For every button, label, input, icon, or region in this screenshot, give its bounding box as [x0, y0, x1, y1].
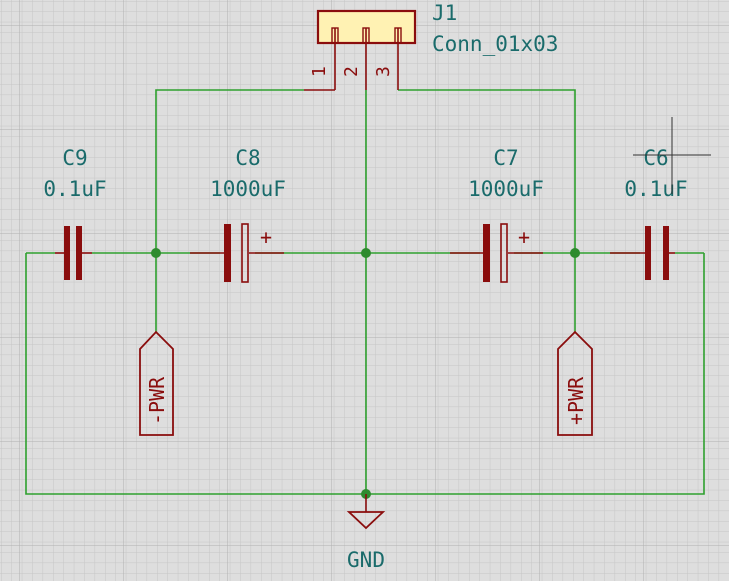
c8-polarity: +	[260, 225, 272, 249]
c9-plate	[64, 226, 70, 280]
ground-symbol[interactable]: GND	[346, 494, 386, 572]
wire-pin1[interactable]	[155, 89, 304, 253]
connector-value[interactable]: Conn_01x03	[432, 32, 558, 56]
power-flag-positive[interactable]: +PWR	[557, 330, 593, 436]
pos-pwr-label[interactable]: +PWR	[564, 376, 588, 425]
c8-value[interactable]: 1000uF	[210, 177, 286, 201]
neg-pwr-flag-shape[interactable]	[139, 330, 174, 436]
wires[interactable]	[25, 89, 705, 495]
capacitor-c8[interactable]: + C8 1000uF	[190, 146, 286, 283]
c7-ref[interactable]: C7	[493, 146, 518, 170]
c9-value[interactable]: 0.1uF	[43, 177, 106, 201]
capacitor-c6[interactable]: C6 0.1uF	[610, 146, 688, 280]
c7-plate-positive	[500, 223, 508, 283]
wire-pin3[interactable]	[398, 89, 576, 253]
c7-plate-negative	[483, 224, 490, 282]
capacitor-c9[interactable]: C9 0.1uF	[43, 146, 107, 280]
junction-dot	[361, 248, 371, 258]
connector-ref[interactable]: J1	[432, 1, 457, 25]
wire-right-loop[interactable]	[366, 253, 705, 495]
junction-dot	[151, 248, 161, 258]
junction-dot	[570, 248, 580, 258]
c7-polarity: +	[518, 225, 530, 249]
c6-plate	[663, 226, 669, 280]
junctions	[151, 248, 580, 499]
c8-plate-negative	[224, 224, 231, 282]
c6-plate	[645, 226, 651, 280]
c6-ref[interactable]: C6	[643, 146, 668, 170]
c7-value[interactable]: 1000uF	[468, 177, 544, 201]
connector-pin2-number: 2	[341, 66, 362, 77]
capacitor-c7[interactable]: + C7 1000uF	[450, 146, 544, 283]
c6-value[interactable]: 0.1uF	[624, 177, 687, 201]
gnd-triangle[interactable]	[346, 511, 386, 530]
connector-pin-stub	[394, 27, 402, 44]
neg-pwr-label[interactable]: -PWR	[145, 376, 169, 425]
c9-plate	[76, 226, 82, 280]
connector-j1[interactable]: 1 2 3 J1 Conn_01x03	[304, 1, 558, 91]
pos-pwr-flag-shape[interactable]	[557, 330, 593, 436]
connector-pin-stub	[362, 27, 370, 44]
crosshair-cursor-icon	[633, 117, 711, 194]
connector-pin1-number: 1	[309, 66, 330, 77]
wire-left-loop[interactable]	[25, 253, 366, 495]
c8-plate-positive	[241, 223, 249, 283]
connector-pin-stub	[331, 27, 339, 44]
c9-ref[interactable]: C9	[62, 146, 87, 170]
c8-ref[interactable]: C8	[235, 146, 260, 170]
connector-pin3-number: 3	[373, 66, 394, 77]
power-flag-negative[interactable]: -PWR	[139, 330, 174, 436]
gnd-label[interactable]: GND	[347, 548, 385, 572]
